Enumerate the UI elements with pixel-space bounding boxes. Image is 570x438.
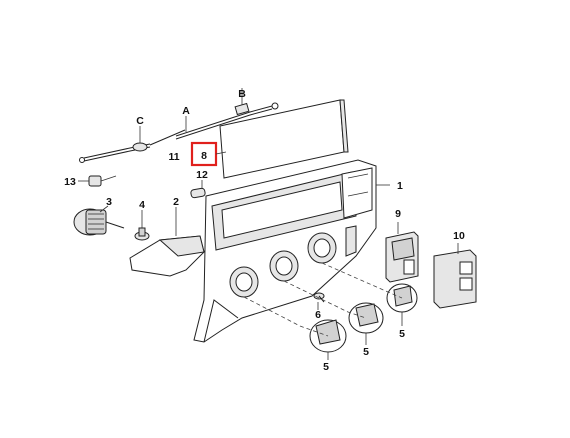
label-12: 12 <box>196 169 208 181</box>
dash-guide-2 <box>283 280 367 319</box>
part-13-clip <box>78 175 117 187</box>
dash-guide-3 <box>321 262 403 299</box>
leader-8 <box>215 151 227 155</box>
cable-b <box>175 88 279 140</box>
label-9: 9 <box>395 208 401 220</box>
label-3: 3 <box>106 196 112 208</box>
label-13: 13 <box>64 176 76 188</box>
part-6-screw <box>313 292 325 310</box>
label-b: B <box>238 88 246 100</box>
part-5-knob-middle <box>348 302 384 345</box>
label-8: 8 <box>201 150 207 162</box>
part-12-bulb <box>190 180 206 199</box>
part-9-switch-module <box>385 222 419 283</box>
label-c: C <box>136 115 144 127</box>
label-5-right: 5 <box>399 328 405 340</box>
cable-c <box>79 126 186 163</box>
label-5-middle: 5 <box>363 346 369 358</box>
dash-guide-1 <box>243 296 329 337</box>
part-3-switch <box>73 205 125 236</box>
part-1-bezel <box>193 159 390 343</box>
label-4: 4 <box>139 199 145 211</box>
part-5-knob-left <box>309 319 347 360</box>
part-4-screw <box>134 210 150 241</box>
label-1: 1 <box>397 180 403 192</box>
part-2-bracket <box>129 207 205 277</box>
part-5-knob-right <box>386 283 418 326</box>
label-11: 11 <box>168 151 179 163</box>
cover-panel <box>219 99 349 179</box>
label-2: 2 <box>173 196 179 208</box>
label-6: 6 <box>315 309 321 321</box>
label-5-left: 5 <box>323 361 329 373</box>
part-10-switch-module <box>433 243 477 309</box>
label-a: A <box>182 105 190 117</box>
label-10: 10 <box>453 230 465 242</box>
